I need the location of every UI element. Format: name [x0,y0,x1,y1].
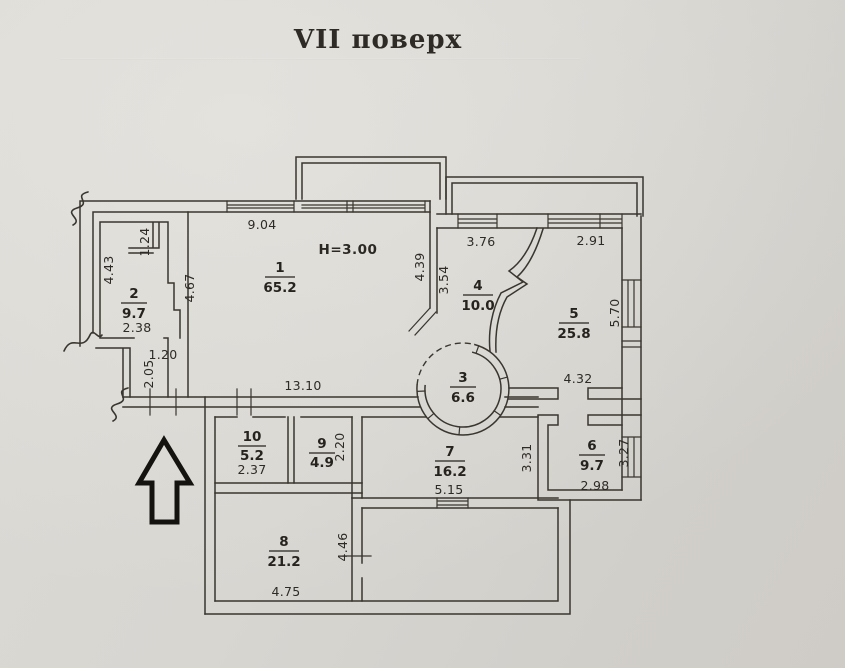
room-8-number: 8 [279,534,288,550]
dim-room2-left: 4.43 [101,255,116,284]
dim-room5-right: 5.70 [607,298,622,327]
dim-room8-bottom: 4.75 [271,584,300,599]
room-9-number: 9 [317,436,326,452]
room-7-number: 7 [445,444,454,460]
dim-room8-right: 4.46 [335,532,350,561]
dim-room6-bottom: 2.98 [580,478,609,493]
dim-room2-bottom: 2.38 [122,320,151,335]
entrance-arrow-icon [134,435,195,525]
dim-room2-niche: 1.24 [137,227,152,256]
dimension-labels: H=3.00 9.04 2.38 1.20 13.10 3.76 2.91 4.… [101,217,631,599]
room-3-number: 3 [458,370,467,386]
room-8-area: 21.2 [267,554,300,570]
room-3-area: 6.6 [451,390,475,406]
walls [79,156,644,615]
room-1-number: 1 [275,260,284,276]
dim-room1-top: 9.04 [247,217,276,232]
dim-room9-right: 2.20 [332,432,347,461]
round-hall [416,342,510,436]
dim-corridor-length: 13.10 [284,378,321,393]
room-6-number: 6 [587,438,596,454]
wall-break-symbols [63,191,129,422]
room-5-label: 5 25.8 [557,306,590,342]
break-corridor [110,387,129,422]
dim-room7-bottom: 5.15 [434,482,463,497]
room-4-area: 10.0 [461,298,494,314]
room-10-area: 5.2 [240,448,264,464]
dim-room6-right: 3.27 [616,438,631,467]
dim-room7-right: 3.31 [519,443,534,472]
room-labels: 1 65.2 2 9.7 3 6.6 4 10.0 5 [121,260,605,570]
room-5-area: 25.8 [557,326,590,342]
dim-room1-left: 4.67 [182,273,197,302]
dim-hall-depth: 2.05 [141,359,156,388]
room-9-label: 9 4.9 [309,436,335,471]
room-6-area: 9.7 [580,458,604,474]
room-5-number: 5 [569,306,578,322]
room-7-label: 7 16.2 [433,444,466,480]
break-left-bottom [63,331,103,352]
room-3-label: 3 6.6 [450,370,476,406]
room-1-area: 65.2 [263,280,296,296]
room-9-area: 4.9 [310,455,334,471]
room-10-label: 10 5.2 [238,429,266,464]
dim-hall-width: 1.20 [148,347,177,362]
break-top-left [70,191,89,226]
room-6-label: 6 9.7 [579,438,605,474]
page-title: VII поверх [293,25,462,55]
room-8-label: 8 21.2 [267,534,300,570]
room-4-number: 4 [473,278,482,294]
room-1-label: 1 65.2 [263,260,296,296]
room-2-number: 2 [129,286,138,302]
dim-room1-right: 4.39 [412,252,427,281]
dim-room4-top: 3.76 [466,234,495,249]
room-4-label: 4 10.0 [461,278,494,314]
dim-height-note: H=3.00 [319,242,378,258]
dim-room5-bottom: 4.32 [563,371,592,386]
dim-room10-bottom: 2.37 [237,462,266,477]
room-10-number: 10 [243,429,262,445]
dim-room5-top: 2.91 [576,233,605,248]
room-7-area: 16.2 [433,464,466,480]
room-2-label: 2 9.7 [121,286,147,322]
dim-room4-left: 3.54 [436,265,451,294]
room-2-area: 9.7 [122,306,146,322]
